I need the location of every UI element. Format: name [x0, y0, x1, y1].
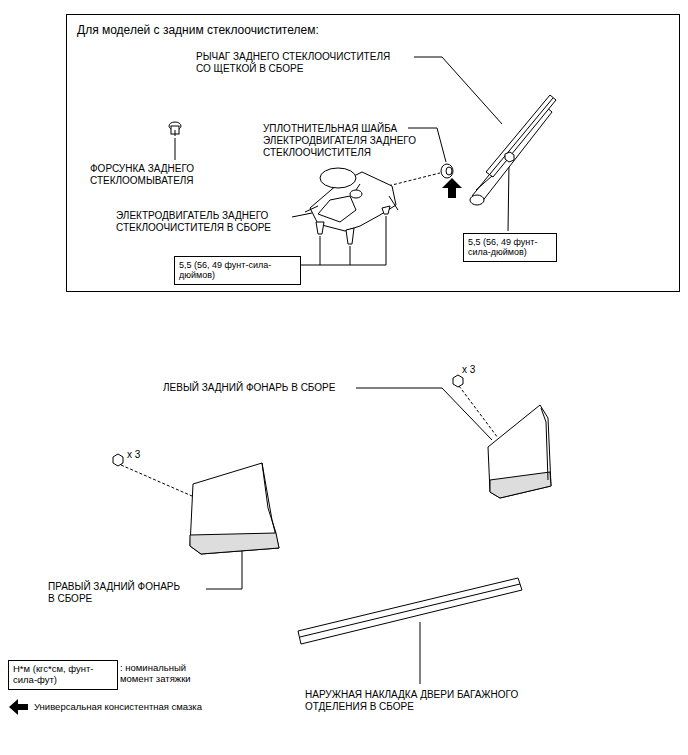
wiper-motor [316, 222, 324, 234]
part-name: ПРАВЫЙ ЗАДНИЙ ФОНАРЬ В СБОРЕ [48, 581, 186, 605]
wiper-arm [490, 98, 553, 174]
wiper-arm [486, 95, 556, 177]
wiper-motor [318, 196, 356, 222]
assembly-line [121, 173, 498, 496]
assembly-line [459, 386, 498, 438]
part-name: ЛЕВЫЙ ЗАДНИЙ ФОНАРЬ В СБОРЕ [163, 382, 413, 394]
assembly-line [121, 465, 192, 496]
wiper-motor [305, 206, 318, 212]
wiper-motor [382, 206, 390, 214]
wiper-arm [476, 176, 492, 190]
wiper-arm [470, 195, 484, 205]
grease-arrow-sample [9, 699, 28, 715]
washer-nozzle [169, 122, 181, 136]
washer [446, 167, 452, 175]
washer [441, 164, 453, 178]
wiper-motor [346, 228, 354, 244]
nut [453, 375, 463, 387]
rear-lamp [490, 472, 551, 498]
wiper-motor [320, 168, 356, 188]
legend-text: : номинальный момент затяжки [120, 662, 212, 685]
torque-value: 5,5 (56, 49 фунт-сила-дюймов) [468, 237, 552, 258]
rear-lamp [488, 405, 551, 498]
part-name: УПЛОТНИТЕЛЬНАЯ ШАЙБА ЭЛЕКТРОДВИГАТЕЛЯ ЗА… [263, 123, 435, 159]
wiper-motor [305, 168, 398, 244]
quantity-label: x 3 [462, 364, 502, 376]
leader-line [356, 388, 492, 440]
rear-lamp [488, 405, 551, 498]
wiper-arm [470, 95, 556, 205]
nut [113, 375, 463, 466]
leader-line [300, 265, 386, 266]
nut [505, 152, 514, 162]
wiper-motor [389, 196, 398, 210]
rear-lamp [190, 533, 279, 554]
door-garnish [298, 578, 522, 644]
rear-lamp [262, 463, 276, 533]
leader-line [292, 213, 312, 217]
leader-line [508, 163, 509, 231]
washer-nozzle [175, 130, 176, 136]
part-name: НАРУЖНАЯ НАКЛАДКА ДВЕРИ БАГАЖНОГО ОТДЕЛЕ… [305, 689, 545, 713]
nut [505, 152, 514, 162]
torque-value: 5,5 (56, 49 фунт-сила-дюймов) [179, 260, 296, 281]
wiper-arm [472, 106, 552, 203]
leader-line [386, 216, 387, 265]
part-name: РЫЧАГ ЗАДНЕГО СТЕКЛООЧИСТИТЕЛЯ СО ЩЕТКОЙ… [196, 51, 401, 75]
grease-arrow [442, 178, 462, 198]
leader-line [320, 236, 321, 265]
quantity-label: x 3 [127, 449, 167, 461]
rear-lamp [190, 463, 279, 554]
leader-line [420, 622, 421, 684]
door-garnish [298, 578, 522, 644]
leader-line [414, 57, 502, 124]
legend-text: Универсальная консистентная смазка [34, 701, 264, 712]
wiper-motor [350, 190, 362, 198]
nut [113, 454, 123, 466]
part-name: ЭЛЕКТРОДВИГАТЕЛЬ ЗАДНЕГО СТЕКЛООЧИСТИТЕЛ… [116, 210, 288, 234]
leader-line [175, 57, 509, 684]
door-garnish [300, 584, 520, 637]
leader-line [350, 246, 351, 265]
torque-box: 5,5 (56, 49 фунт-сила-дюймов) [463, 233, 557, 262]
washer [441, 164, 453, 178]
section-heading: Для моделей с задним стеклоочистителем: [77, 24, 669, 38]
wiper-motor [356, 184, 360, 190]
legend-torque-box: Н*м (кгс*см, фунт-сила-фут) [8, 660, 118, 690]
torque-value: Н*м (кгс*см, фунт-сила-фут) [13, 664, 113, 686]
rear-lamp [541, 408, 548, 480]
part-name: ФОРСУНКА ЗАДНЕГО СТЕКЛООМЫВАТЕЛЯ [90, 163, 220, 187]
leader-line [206, 548, 242, 589]
leader-line [175, 138, 176, 160]
rear-lamp [190, 463, 279, 554]
torque-box: 5,5 (56, 49 фунт-сила-дюймов) [174, 256, 301, 285]
